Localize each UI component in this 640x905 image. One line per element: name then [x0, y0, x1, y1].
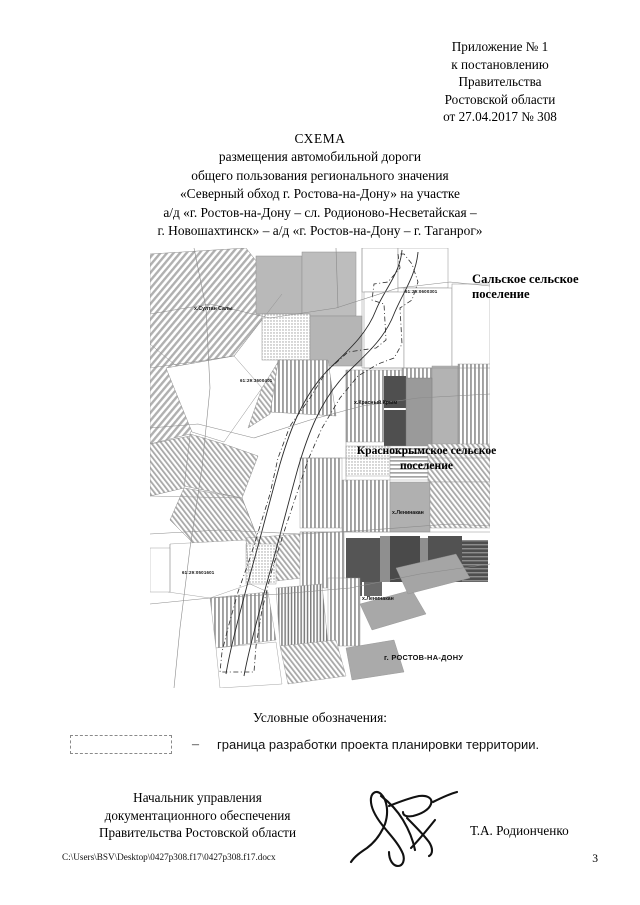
appendix-line-1: Приложение № 1: [451, 39, 549, 54]
map-region-salskoe: Сальское сельское поселение: [472, 272, 579, 302]
map-grid-lines: [150, 248, 490, 593]
title-line-6: г. Новошахтинск» – а/д «г. Ростов-на-Дон…: [157, 223, 483, 239]
legend-dash: –: [192, 736, 199, 752]
appendix-reference: Приложение № 1 к постановлению Правитель…: [400, 38, 600, 126]
title-line-3: общего пользования регионального значени…: [191, 167, 449, 183]
handwritten-signature: [349, 790, 459, 868]
signatory-name: Т.А. Родионченко: [470, 823, 569, 838]
map-region-krasnokrymskoe-line-2: поселение: [399, 459, 454, 472]
footer-page-number: 3: [592, 852, 598, 865]
signature-line-1: Начальник управления: [133, 790, 262, 805]
appendix-line-4: Ростовской области: [444, 91, 556, 107]
map-planning-boundary: [219, 253, 419, 673]
signature-line-3: Правительства Ростовской области: [98, 825, 297, 840]
appendix-line-5: от 27.04.2017 № 308: [443, 109, 557, 124]
legend-entry-row: – граница разработки проекта планировки …: [70, 735, 610, 754]
map-region-krasnokrymskoe-line-1: Краснокрымское сельское: [356, 444, 497, 457]
map-road-corridor: [225, 249, 419, 677]
map-region-krasnokrymskoe: Краснокрымское сельское поселение: [344, 443, 509, 473]
legend-boundary-symbol: [70, 735, 172, 754]
title-line-4: «Северный обход г. Ростова-на-Дону» на у…: [179, 186, 460, 202]
footer-file-path: C:\Users\BSV\Desktop\0427p308.f17\0427p3…: [62, 852, 276, 862]
title-line-2: размещения автомобильной дороги: [218, 149, 422, 165]
appendix-line-2: к постановлению: [451, 56, 549, 72]
document-title: СХЕМА размещения автомобильной дороги об…: [40, 130, 600, 240]
title-line-5: а/д «г. Ростов-на-Дону – сл. Родионово-Н…: [163, 204, 477, 220]
legend-entry-label: граница разработки проекта планировки те…: [217, 737, 540, 752]
signature-position-block: Начальник управления документационного о…: [60, 789, 335, 842]
appendix-line-3: Правительства: [458, 74, 542, 89]
map-region-salskoe-line-1: Сальское сельское: [472, 272, 579, 286]
signature-line-2: документационного обеспечения: [104, 807, 291, 823]
legend-title: Условные обозначения:: [253, 710, 387, 725]
title-line-1: СХЕМА: [294, 131, 346, 146]
map-figure: х.Султан Салы 61:29:0600301 61:29:360040…: [150, 248, 496, 688]
map-region-salskoe-line-2: поселение: [472, 287, 530, 301]
map-roads: [150, 248, 490, 688]
map-svg: [150, 248, 490, 688]
